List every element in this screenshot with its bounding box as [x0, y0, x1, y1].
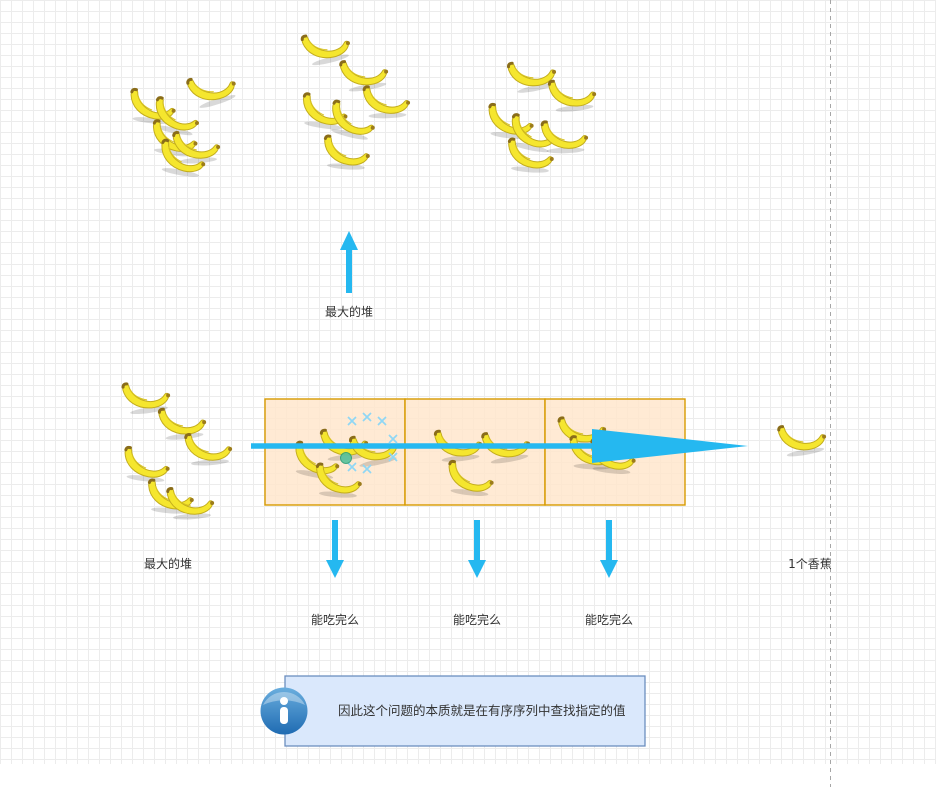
banana-icon-shape: [776, 417, 831, 461]
banana-icon[interactable]: [171, 128, 223, 166]
label-left-pile[interactable]: 最大的堆: [144, 556, 192, 571]
selection-handle-icon[interactable]: [362, 464, 372, 474]
selection-handle-icon[interactable]: [388, 452, 398, 462]
arrow-head: [468, 560, 486, 578]
arrow-down-2[interactable]: [468, 520, 486, 578]
banana-icon-shape: [120, 445, 173, 485]
arrow-down-1[interactable]: [326, 520, 344, 578]
banana-cluster-top_cluster_3[interactable]: [484, 53, 600, 175]
selection-anchor-icon[interactable]: [340, 452, 352, 464]
label-question-1[interactable]: 能吃完么: [311, 612, 359, 627]
info-callout[interactable]: 因此这个问题的本质就是在有序序列中查找指定的值: [260, 675, 646, 747]
banana-icon-shape: [547, 75, 600, 115]
arrow-down-3[interactable]: [600, 520, 618, 578]
banana-cluster-top_cluster_2[interactable]: [298, 24, 413, 172]
selection-layer: [340, 412, 398, 474]
banana-icon-shape: [361, 83, 413, 120]
banana-cluster-top_cluster_1[interactable]: [126, 65, 242, 181]
selection-handle-icon[interactable]: [347, 462, 357, 472]
arrow-right[interactable]: [251, 429, 748, 463]
banana-icon[interactable]: [539, 118, 591, 155]
banana-icon[interactable]: [776, 417, 831, 461]
arrow-head: [600, 560, 618, 578]
info-text: 因此这个问题的本质就是在有序序列中查找指定的值: [338, 703, 626, 718]
banana-icon[interactable]: [157, 403, 210, 443]
label-top-pile[interactable]: 最大的堆: [325, 304, 373, 319]
banana-cluster-single_right[interactable]: [776, 417, 831, 461]
labels: 最大的堆 最大的堆 1个香蕉 能吃完么 能吃完么 能吃完么: [144, 304, 832, 627]
banana-icon[interactable]: [120, 445, 173, 485]
banana-icon[interactable]: [184, 65, 242, 113]
info-box: [284, 675, 646, 747]
banana-icon-shape: [157, 403, 210, 443]
label-question-3[interactable]: 能吃完么: [585, 612, 633, 627]
banana-icon-shape: [171, 128, 223, 166]
arrow-head: [592, 429, 748, 463]
arrow-head: [326, 560, 344, 578]
banana-icon-shape: [184, 65, 242, 113]
selection-handle-icon[interactable]: [347, 416, 357, 426]
arrow-up[interactable]: [340, 231, 358, 293]
info-icon-dot: [280, 697, 288, 705]
selection-handle-icon[interactable]: [388, 434, 398, 444]
info-icon-stem: [280, 707, 288, 724]
banana-icon[interactable]: [547, 75, 600, 115]
banana-icon-shape: [539, 118, 591, 155]
page-margin-bottom: [0, 764, 936, 787]
banana-icon-shape: [321, 134, 373, 172]
arrow-head: [340, 231, 358, 250]
selection-handle-icon[interactable]: [362, 412, 372, 422]
banana-cluster-left_pile[interactable]: [120, 376, 235, 522]
selection-handle-icon[interactable]: [377, 416, 387, 426]
banana-icon[interactable]: [321, 134, 373, 172]
label-question-2[interactable]: 能吃完么: [453, 612, 501, 627]
banana-icon[interactable]: [361, 83, 413, 120]
label-single-banana[interactable]: 1个香蕉: [788, 557, 832, 571]
